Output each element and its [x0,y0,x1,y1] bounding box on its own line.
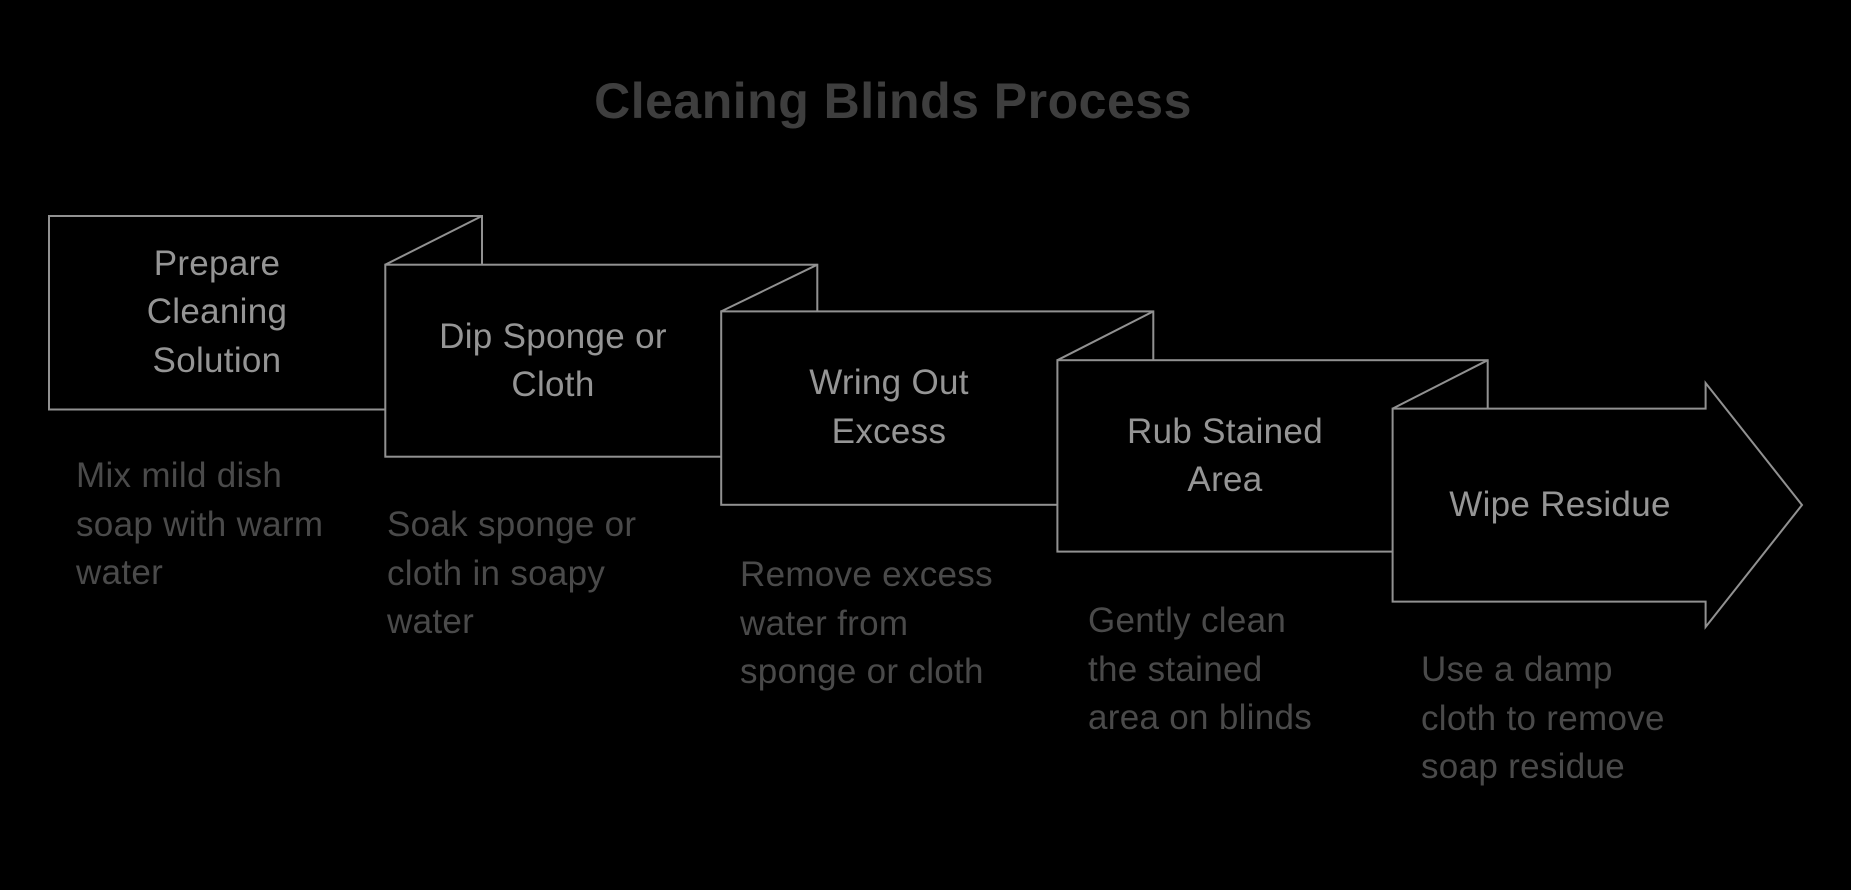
step-description-3: Remove excess water from sponge or cloth [740,555,993,691]
step-description-1: Mix mild dish soap with warm water [76,456,324,592]
step-title-2: Dip Sponge or Cloth [439,316,667,405]
step-title-3: Wring Out Excess [809,363,969,451]
diagram-title: Cleaning Blinds Process [594,73,1192,129]
step-description-4: Gently clean the stained area on blinds [1088,601,1313,737]
step-title-1: Prepare Cleaning Solution [146,243,288,380]
step-arrow-box-5 [1391,380,1804,630]
fold-line-4 [1392,359,1489,410]
step-description-5: Use a damp cloth to remove soap residue [1421,650,1665,786]
step-title-5: Wipe Residue [1449,484,1671,524]
step-description-2: Soak sponge or cloth in soapy water [387,505,637,641]
fold-line-3 [1056,310,1154,362]
fold-line-1 [384,215,483,266]
fold-line-2 [720,263,818,313]
step-title-4: Rub Stained Area [1127,411,1323,500]
